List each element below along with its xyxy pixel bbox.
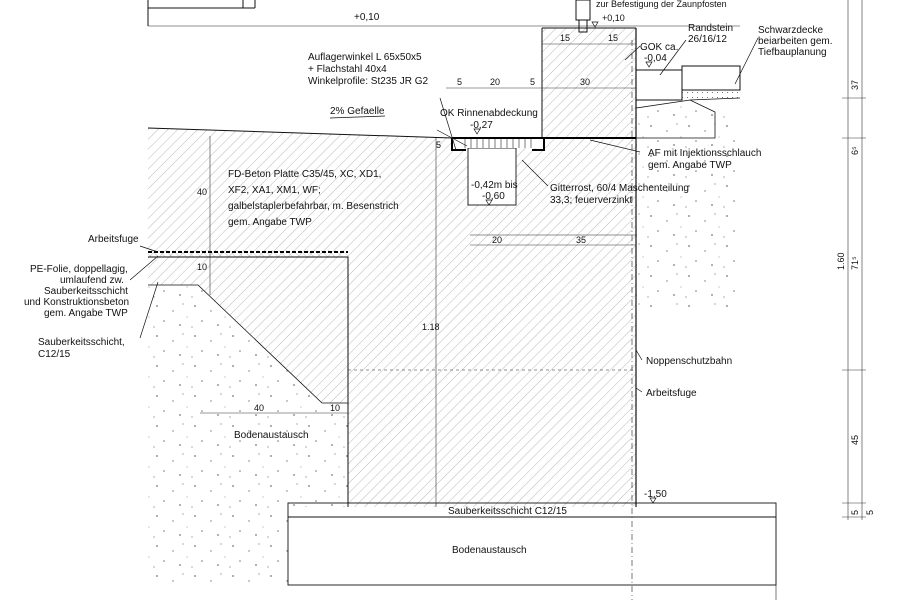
angle-note-3: Winkelprofile: St235 JR G2: [308, 76, 428, 87]
slab-dim-40: 40: [197, 187, 207, 197]
sauber-left-1: Sauberkeitsschicht,: [38, 337, 125, 348]
slab-concrete: [148, 128, 452, 257]
concrete-areas: [148, 28, 636, 507]
surface-line-3: Tiefbauplanung: [758, 47, 827, 58]
slope-label: 2% Gefaelle: [330, 106, 385, 117]
right-dim-71: 71⁵: [850, 256, 860, 270]
slab-dim-20: 20: [492, 235, 502, 245]
surface-line-2: beiarbeiten gem.: [758, 36, 833, 47]
foundation-concrete: [348, 138, 636, 507]
rinne-side-dim: 5: [436, 140, 441, 150]
rinne-bottom-a: -0,42m bis: [471, 180, 518, 191]
soil-fill-right: [636, 100, 740, 310]
pe-folie-1: PE-Folie, doppellagig,: [30, 264, 128, 275]
slab-note-3: galbelstaplerbefahrbar, m. Besenstrich: [228, 201, 399, 212]
bottom-dim-10: 10: [330, 403, 340, 413]
top-level-left: +0,10: [354, 12, 380, 23]
right-dim-5b: 5: [865, 510, 875, 515]
angle-note-1: Auflagerwinkel L 65x50x5: [308, 52, 422, 63]
randstein-label: Randstein: [688, 23, 733, 34]
gok-value: -0,04: [644, 53, 667, 64]
top-dim-20: 20: [490, 77, 500, 87]
slab-dim-10: 10: [197, 262, 207, 272]
rinne-label: OK Rinnenabdeckung: [440, 108, 538, 119]
randstein-size: 26/16/12: [688, 34, 727, 45]
surface-line-1: Schwarzdecke: [758, 25, 823, 36]
soil-fill-left: [148, 285, 348, 586]
top-dim-5b: 5: [530, 77, 535, 87]
right-dim-45: 45: [850, 435, 860, 445]
bottom-dim-40: 40: [254, 403, 264, 413]
asphalt-layer: [681, 65, 741, 91]
arbeitsfuge-right: Arbeitsfuge: [646, 388, 697, 399]
arbeitsfuge-left: Arbeitsfuge: [88, 234, 139, 245]
slab-note-4: gem. Angabe TWP: [228, 217, 312, 228]
rinne-value: -0,27: [470, 120, 493, 131]
slab-dim-35: 35: [576, 235, 586, 245]
dimensions: [200, 0, 866, 520]
bodenaustausch-left: Bodenaustausch: [234, 430, 309, 441]
grate-bars: [464, 139, 532, 148]
upper-wall-concrete: [542, 28, 636, 138]
level-bottom: -1,50: [644, 489, 667, 500]
right-dim-37: 37: [850, 80, 860, 90]
af-note-2: gem. Angabe TWP: [648, 160, 732, 171]
cut-note: zur Befestigung der Zaunpfosten: [596, 0, 727, 9]
footing: [287, 502, 777, 600]
level-markers: [473, 21, 657, 504]
curb-stone: [635, 65, 741, 101]
grate-cover: [452, 138, 544, 148]
right-dim-5a: 5: [850, 510, 860, 515]
slab-dim-118: 1.18: [422, 322, 440, 332]
right-dim-total: 1.60: [836, 252, 846, 270]
bodenaustausch-bottom: Bodenaustausch: [452, 545, 527, 556]
angle-profile-right: [532, 138, 545, 151]
curb-dim-b: 15: [608, 33, 618, 43]
angle-note-2: + Flachstahl 40x4: [308, 64, 387, 75]
fence-post-stub: [575, 0, 591, 33]
drainage-channel: [451, 137, 636, 206]
top-dim-30: 30: [580, 77, 590, 87]
top-dim-5a: 5: [457, 77, 462, 87]
slab-lower-wedge: [148, 257, 348, 403]
soil-replacement-bottom: [287, 516, 777, 586]
slab-note-1: FD-Beton Platte C35/45, XC, XD1,: [228, 169, 381, 180]
randstein: [635, 69, 683, 101]
sauber-bottom: Sauberkeitsschicht C12/15: [448, 506, 567, 517]
gok-label: GOK ca.: [640, 42, 678, 53]
top-level-right: +0,10: [602, 13, 625, 23]
sauber-left-2: C12/15: [38, 349, 71, 360]
leader-lines: [129, 37, 759, 393]
af-note-1: AF mit Injektionsschlauch: [648, 148, 761, 159]
rinne-bottom-b: -0,60: [482, 191, 505, 202]
curb-dim-a: 15: [560, 33, 570, 43]
texts: +0,10 zur Befestigung der Zaunpfosten +0…: [24, 0, 875, 556]
pe-folie-2: umlaufend zw.: [60, 275, 124, 286]
noppen-label: Noppenschutzbahn: [646, 356, 732, 367]
grate-note-1: Gitterrost, 60/4 Maschenteilung: [550, 183, 689, 194]
soil-areas: [148, 100, 740, 586]
slab-edge-strip: [148, 250, 348, 257]
slab-note-2: XF2, XA1, XM1, WF;: [228, 185, 321, 196]
right-dim-6: 6⁵: [850, 146, 860, 155]
pe-folie-5: gem. Angabe TWP: [44, 308, 128, 319]
pe-folie-4: und Konstruktionsbeton: [24, 297, 129, 308]
outline-lines: [147, 0, 741, 600]
angle-profile-left: [451, 138, 466, 151]
grate-note-2: 33,3; feuerverzinkt: [550, 195, 632, 206]
pe-folie-3: Sauberkeitsschicht: [44, 286, 128, 297]
asphalt-base: [682, 90, 740, 98]
